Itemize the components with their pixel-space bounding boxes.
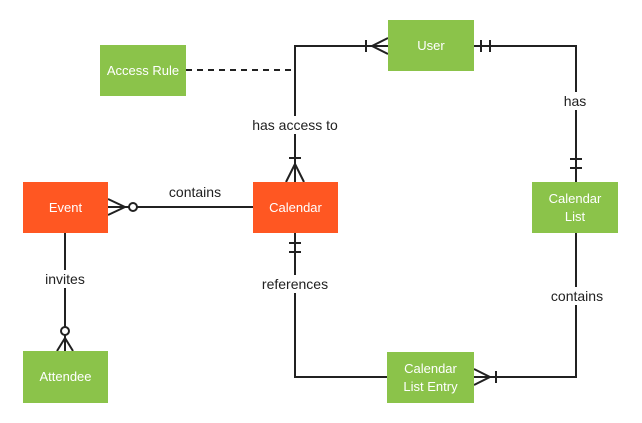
exactly-one-bars-icon: [480, 40, 491, 52]
line-user-has-access-to-calendar: [294, 45, 388, 182]
relationship-label-contains: contains: [163, 183, 227, 201]
crows-foot-icon: [371, 37, 389, 55]
line-entry-references-calendar: [294, 233, 387, 378]
relationship-label-references: references: [256, 275, 334, 293]
relationship-label-invites: invites: [40, 270, 90, 288]
entity-calendar-list-entry: Calendar List Entry: [387, 352, 474, 403]
crows-foot-icon: [473, 368, 491, 386]
line-user-has-calendar-list: [474, 45, 577, 182]
relationship-label-contains-right: contains: [545, 287, 609, 305]
crows-foot-icon: [107, 198, 126, 216]
crows-foot-icon: [56, 337, 74, 352]
zero-circle-icon: [60, 326, 70, 336]
entity-attendee: Attendee: [23, 351, 108, 403]
line-calendar-list-contains-entry: [474, 233, 577, 378]
entity-calendar-list: Calendar List: [532, 182, 618, 233]
entity-access-rule: Access Rule: [100, 45, 186, 96]
relationship-label-has-access-to: has access to: [247, 116, 343, 134]
exactly-one-bars-icon: [289, 242, 301, 253]
entity-calendar: Calendar: [253, 182, 338, 233]
zero-circle-icon: [128, 202, 138, 212]
entity-user: User: [388, 20, 474, 71]
crows-foot-icon: [285, 163, 305, 183]
entity-event: Event: [23, 182, 108, 233]
relationship-label-has: has: [558, 92, 592, 110]
exactly-one-bars-icon: [570, 158, 582, 169]
